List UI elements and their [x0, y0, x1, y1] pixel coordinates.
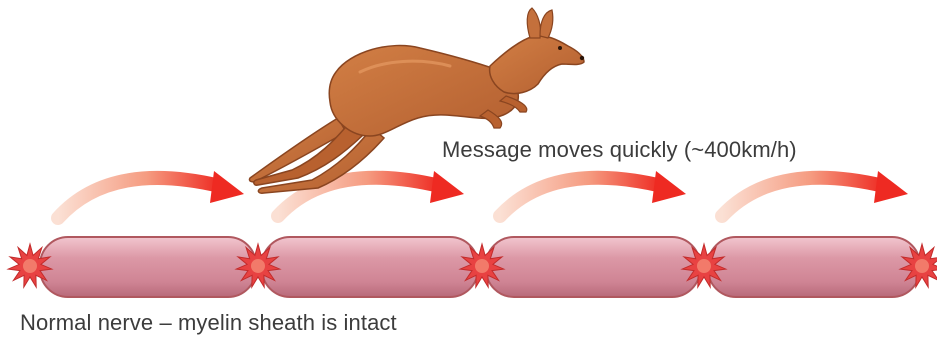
myelin-segment-2: [262, 237, 478, 297]
node-of-ranvier-core: [251, 259, 265, 273]
curved-arrow-icon: [58, 171, 244, 218]
nerve-status-caption: Normal nerve – myelin sheath is intact: [20, 310, 397, 336]
node-of-ranvier-core: [915, 259, 929, 273]
myelin-segment-1: [40, 237, 256, 297]
signal-arrows: [58, 171, 908, 218]
curved-arrow-icon: [500, 171, 686, 216]
node-of-ranvier-core: [23, 259, 37, 273]
curved-arrow-icon: [722, 171, 908, 216]
kangaroo-icon: [249, 8, 584, 193]
message-speed-caption: Message moves quickly (~400km/h): [442, 137, 797, 163]
curved-arrow-icon: [278, 171, 464, 216]
myelin-segment-3: [486, 237, 700, 297]
myelin-segment-4: [708, 237, 920, 297]
node-of-ranvier-core: [697, 259, 711, 273]
node-of-ranvier-core: [475, 259, 489, 273]
